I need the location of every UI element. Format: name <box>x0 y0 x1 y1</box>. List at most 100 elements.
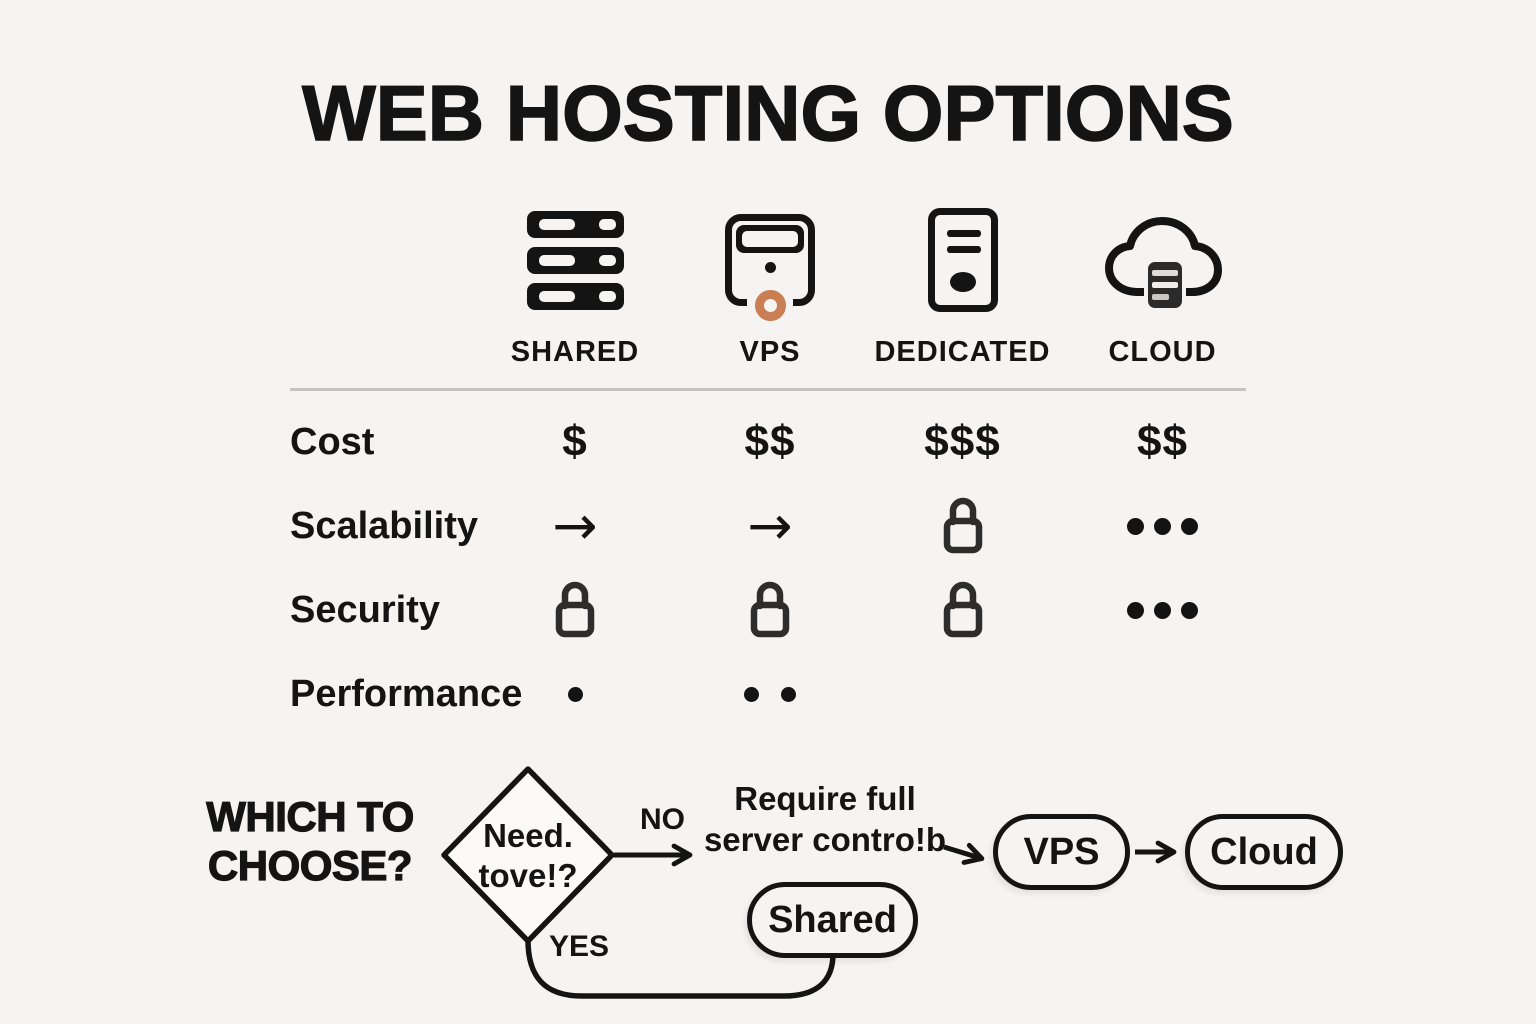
dot <box>1154 517 1171 535</box>
dedicated-server-tower-icon <box>865 200 1060 320</box>
matrix-cell <box>1060 568 1265 652</box>
decision-text-line1: Need. <box>483 817 573 854</box>
lock-body <box>943 517 982 554</box>
flow-heading-line2: CHOOSE? <box>207 841 413 889</box>
spacer <box>290 200 475 320</box>
decision-text-line2: tove!? <box>478 857 578 894</box>
cloud-hosting-icon <box>1104 217 1222 312</box>
dots-icon <box>744 686 796 702</box>
tower-vent-line <box>946 246 981 253</box>
dot <box>567 686 583 702</box>
server-bar <box>526 282 624 310</box>
header-divider <box>290 388 1246 391</box>
vps-top-slot <box>742 231 798 247</box>
flow-heading-line1: WHICH TO <box>206 792 415 840</box>
row-label: Security <box>290 588 440 631</box>
column-labels-row: SHARED VPS DEDICATED CLOUD <box>290 332 1265 372</box>
dot <box>781 686 796 702</box>
lock-shackle <box>561 581 589 610</box>
cloud-node: Cloud <box>1185 814 1343 890</box>
row-label: Scalability <box>290 504 478 547</box>
dot <box>744 686 759 702</box>
lock-shackle <box>949 497 976 526</box>
lock-icon <box>943 581 982 638</box>
vps-top-band <box>736 225 804 253</box>
matrix-cell: $ <box>475 400 675 484</box>
no-branch-line2: server contro!b <box>703 821 947 858</box>
server-slot <box>538 218 575 230</box>
matrix-cell: → <box>475 484 675 568</box>
no-label: NO <box>640 803 685 836</box>
lock-body <box>943 601 982 638</box>
matrix-cell <box>475 652 675 736</box>
matrix-cell: → <box>675 484 865 568</box>
rating-text: $$ <box>1137 417 1188 466</box>
server-slot <box>598 218 616 230</box>
rating-text: $ <box>562 417 588 466</box>
column-label-dedicated: DEDICATED <box>874 335 1051 368</box>
dot <box>1127 517 1144 535</box>
server-slot <box>538 254 575 266</box>
lock-shackle <box>756 581 784 610</box>
server-slot <box>598 254 616 266</box>
vps-power-dot <box>765 261 776 273</box>
vps-orange-ring-icon <box>755 290 786 321</box>
decision-text: Need. tove!? <box>448 816 608 896</box>
matrix-cell <box>675 652 865 736</box>
shared-hosting-stack-icon <box>475 200 675 320</box>
shared-node: Shared <box>747 882 918 958</box>
no-branch-text: Require full server contro!b <box>685 778 965 860</box>
row-label: Cost <box>290 420 375 463</box>
matrix-cell: $$$ <box>865 400 1060 484</box>
lock-body <box>750 601 790 638</box>
rating-text: $$$ <box>924 417 1001 466</box>
matrix-cell <box>865 484 1060 568</box>
arrow-right-icon: → <box>552 494 598 557</box>
page-title: WEB HOSTING OPTIONS <box>301 69 1234 157</box>
yes-label: YES <box>549 930 610 963</box>
rating-text: $$ <box>744 417 796 466</box>
matrix-cell: $$ <box>1060 400 1265 484</box>
row-label: Performance <box>290 672 523 715</box>
lock-icon <box>750 581 790 638</box>
matrix-cell <box>1060 652 1265 736</box>
matrix-cell: $$ <box>675 400 865 484</box>
tower-vent-line <box>946 230 981 237</box>
server-slot <box>598 290 616 302</box>
cloud-outline <box>1104 217 1222 296</box>
lock-icon <box>555 581 595 638</box>
lock-body <box>555 601 595 638</box>
dots-icon <box>1127 601 1198 619</box>
dedicated-server-tower-icon <box>927 208 998 312</box>
server-bar <box>526 210 624 238</box>
no-branch-line1: Require full <box>734 780 916 817</box>
matrix-cell <box>475 568 675 652</box>
vps-server-icon <box>675 200 865 321</box>
column-label-cloud: CLOUD <box>1108 335 1217 368</box>
matrix-cell <box>675 568 865 652</box>
dots-icon <box>1127 517 1198 535</box>
server-slot <box>538 290 575 302</box>
cloud-server-detail <box>1143 258 1186 312</box>
lock-shackle <box>949 581 976 610</box>
dot <box>1127 601 1144 619</box>
comparison-matrix: Cost$$$$$$$$Scalability→→ Security Perfo… <box>290 400 1265 736</box>
server-bar <box>526 246 624 274</box>
matrix-cell <box>865 568 1060 652</box>
spacer <box>290 332 475 372</box>
dot <box>1154 601 1171 619</box>
cloud-hosting-icon <box>1060 200 1265 320</box>
tower-power-dot <box>949 272 976 292</box>
column-label-vps: VPS <box>739 335 801 368</box>
dot <box>1181 601 1198 619</box>
vps-server-icon <box>725 214 815 321</box>
arrow-right-icon: → <box>747 494 793 557</box>
dots-icon <box>567 686 583 702</box>
vps-node: VPS <box>993 814 1130 890</box>
matrix-cell <box>865 652 1060 736</box>
shared-hosting-stack-icon <box>526 210 624 310</box>
matrix-cell <box>1060 484 1265 568</box>
column-icons-row <box>290 200 1265 321</box>
lock-icon <box>943 497 982 554</box>
